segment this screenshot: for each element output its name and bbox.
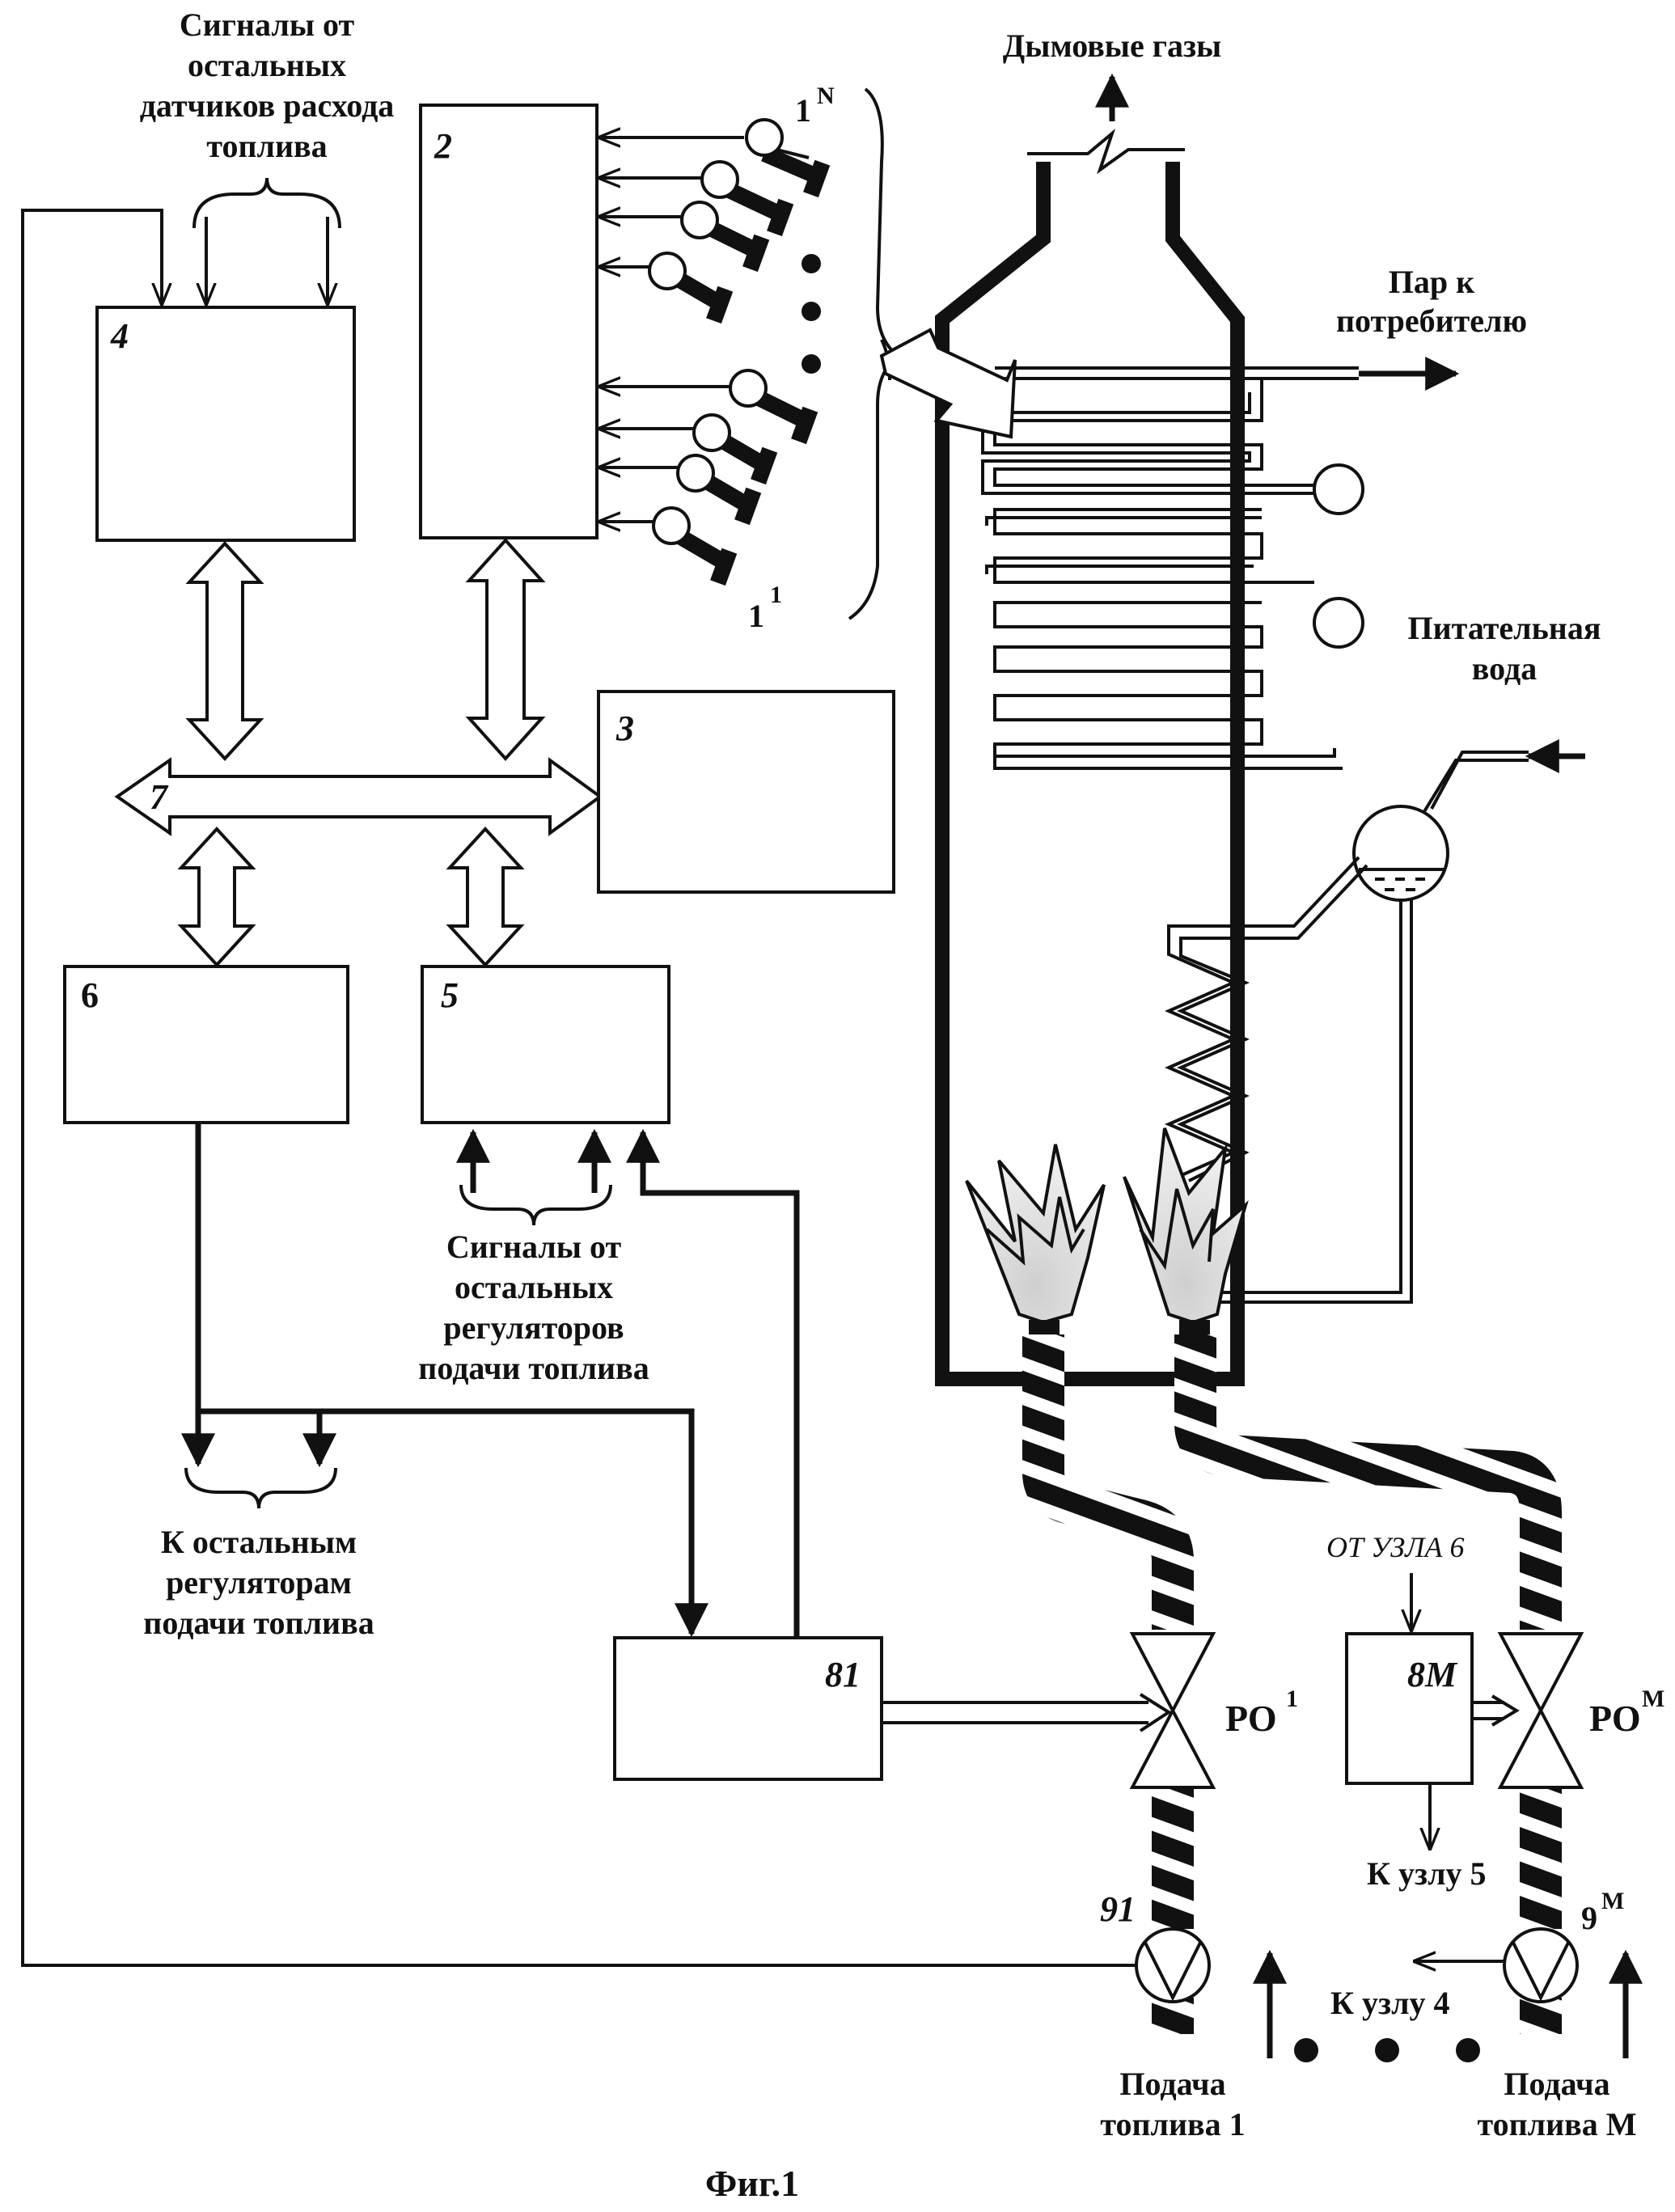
block-5-label: 5 (441, 975, 459, 1015)
block-8-1-label: 81 (825, 1655, 861, 1694)
double-arrow-bus-6 (181, 829, 252, 965)
steam-to-consumer-label: Пар к потребителю (1336, 264, 1527, 339)
svg-text:Сигналы от: Сигналы от (180, 6, 355, 43)
ellipsis-dot (802, 302, 821, 321)
ellipsis-dot (802, 254, 821, 273)
sensor (600, 508, 737, 586)
chimney-break (1027, 133, 1185, 170)
sensor-bottom-label: 1 (748, 598, 764, 634)
svg-text:Питательная: Питательная (1408, 610, 1601, 646)
to-node-5-label: К узлу 5 (1367, 1855, 1487, 1892)
ellipsis-dot (1294, 2038, 1318, 2062)
ellipsis-dot (1375, 2038, 1399, 2062)
valve-ro1 (1132, 1634, 1213, 1787)
svg-text:топлива: топлива (206, 128, 327, 164)
from-node-6-label: ОТ УЗЛА 6 (1326, 1531, 1464, 1563)
coil-mid-inner (987, 518, 1262, 574)
burner-1 (1029, 1320, 1060, 1334)
flowmeter-9-1 (1136, 1929, 1209, 2002)
svg-text:регуляторов: регуляторов (443, 1309, 624, 1346)
block-6 (65, 966, 348, 1123)
flow-sensors-group (600, 120, 830, 586)
to-node-4-label: К узлу 4 (1330, 1985, 1450, 2021)
svg-text:Сигналы от: Сигналы от (446, 1229, 622, 1265)
brace-to-regulators (186, 1468, 336, 1508)
double-arrow-2-bus (469, 540, 542, 759)
sensor-bottom-sup: 1 (770, 582, 782, 608)
fuel-supply-m-label: Подача топлива М (1477, 2066, 1636, 2142)
svg-text:Подача: Подача (1504, 2066, 1609, 2102)
coil-low (995, 603, 1343, 768)
block-6-label: 6 (81, 975, 99, 1015)
sensor (600, 253, 733, 324)
bus-7 (117, 760, 600, 833)
block-8-m-label: 8М (1407, 1655, 1458, 1694)
svg-text:подачи топлива: подачи топлива (143, 1605, 374, 1641)
svg-text:вода: вода (1472, 650, 1537, 687)
valve-rom-label: РО (1589, 1698, 1641, 1739)
svg-text:датчиков расхода: датчиков расхода (140, 87, 395, 124)
valve-rom-sup: М (1642, 1685, 1664, 1712)
ellipsis-dot (1456, 2038, 1480, 2062)
boiler (882, 77, 1585, 1379)
feedback-8-1-to-block5 (643, 1132, 797, 1638)
bus-7-label: 7 (150, 777, 169, 817)
fuel-pipe-m (1195, 1334, 1541, 1630)
flowmeter-9-m-sup: М (1601, 1888, 1624, 1914)
block-3 (599, 692, 894, 892)
brace-regulators (461, 1185, 611, 1225)
header-circle-1 (1314, 465, 1363, 514)
valve-rom (1500, 1634, 1581, 1787)
flowmeter-9-m (1504, 1929, 1577, 2002)
to-other-regulators-label: К остальным регуляторам подачи топлива (143, 1524, 374, 1641)
feed-water-pipe (1423, 752, 1529, 813)
sensor (600, 202, 769, 272)
feed-water-label: Питательная вода (1408, 610, 1601, 687)
svg-text:регуляторам: регуляторам (166, 1564, 352, 1601)
flue-gases-label: Дымовые газы (1003, 27, 1222, 64)
fuel-supply-1-label: Подача топлива 1 (1100, 2066, 1245, 2142)
brace-top (194, 178, 340, 228)
svg-text:К остальным: К остальным (161, 1524, 357, 1560)
steam-pipe (995, 368, 1359, 379)
svg-text:потребителю: потребителю (1336, 302, 1527, 339)
block-4-label: 4 (110, 316, 129, 356)
svg-text:Пар к: Пар к (1389, 264, 1474, 300)
valve-ro1-label: РО (1225, 1698, 1277, 1739)
burner-2 (1179, 1320, 1210, 1334)
coil-top-inner (983, 392, 1314, 493)
evaporator-coil-2 (1181, 865, 1367, 1181)
block-2 (421, 105, 597, 538)
svg-text:подачи топлива: подачи топлива (418, 1350, 649, 1386)
ellipsis-dot (802, 354, 821, 374)
block8-1-to-valve (882, 1702, 1148, 1723)
svg-text:топлива М: топлива М (1477, 2106, 1636, 2142)
sensor-top-sup: N (817, 82, 835, 109)
signals-regulators-label: Сигналы от остальных регуляторов подачи … (418, 1229, 649, 1386)
coil-low-return (995, 748, 1335, 756)
coil-mid (995, 510, 1314, 582)
block-4 (97, 307, 354, 540)
block8-m-to-valve (1472, 1702, 1504, 1719)
header-circle-2 (1314, 598, 1363, 647)
block-3-label: 3 (615, 708, 634, 748)
signals-fuel-sensors-label: Сигналы от остальных датчиков расхода то… (140, 6, 395, 164)
arrowhead (1492, 1696, 1516, 1725)
flowmeter-9-1-label: 91 (1100, 1889, 1136, 1929)
svg-text:Подача: Подача (1119, 2066, 1225, 2102)
coil-top (995, 380, 1314, 485)
figure-caption: Фиг.1 (705, 2163, 799, 2204)
block-5 (422, 966, 669, 1123)
svg-text:остальных: остальных (188, 47, 346, 83)
steam-drum (1354, 806, 1448, 900)
double-arrow-4-bus (189, 543, 260, 759)
valve-ro1-sup: 1 (1286, 1685, 1298, 1712)
sensor-top-label: 1 (795, 92, 811, 129)
flowmeter-9-m-label: 9 (1581, 1900, 1597, 1936)
block-2-label: 2 (434, 126, 452, 166)
double-arrow-bus-5 (450, 829, 521, 965)
svg-text:остальных: остальных (455, 1269, 613, 1305)
svg-text:топлива 1: топлива 1 (1100, 2106, 1245, 2142)
